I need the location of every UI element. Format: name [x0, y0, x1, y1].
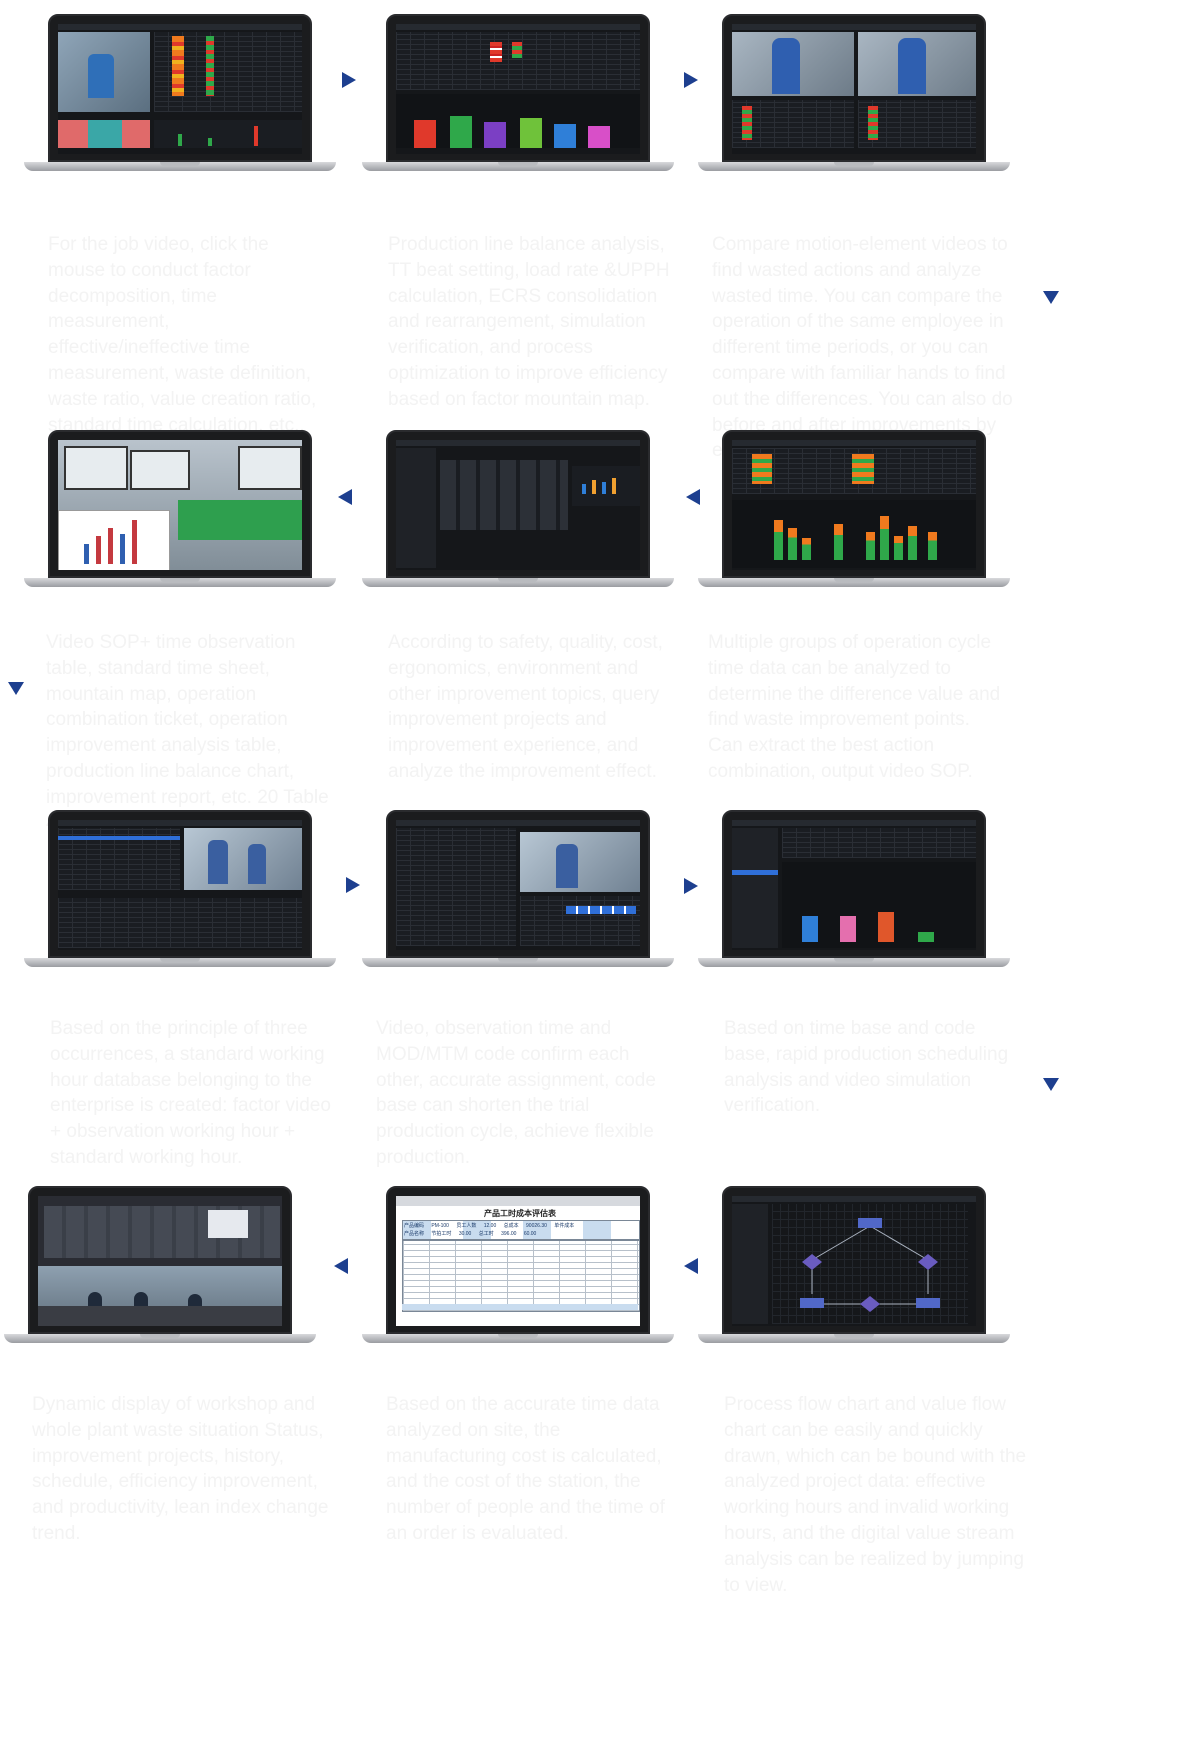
feature-caption: Based on time base and code base, rapid …: [724, 1018, 1009, 1117]
screen-standard-database: [58, 820, 302, 950]
flow-arrow-down: [8, 682, 24, 695]
laptop-mockup: [0, 1186, 330, 1366]
flow-arrow-down: [1043, 1078, 1059, 1091]
sheet-field: 总成本: [503, 1223, 519, 1229]
sheet-field: 节拍工时: [431, 1231, 452, 1237]
flow-arrow-left: [686, 489, 700, 505]
sheet-field: 产品名称: [404, 1231, 425, 1237]
flow-arrow-down: [1043, 291, 1059, 304]
flow-arrow-right: [684, 72, 698, 88]
screen-flow-chart: [732, 1196, 976, 1326]
feature-caption: Dynamic display of workshop and whole pl…: [32, 1394, 329, 1544]
screen-video-compare: [732, 24, 976, 154]
feature-caption: Video SOP+ time observation table, stand…: [46, 632, 329, 834]
screen-video-analysis: [58, 24, 302, 154]
laptop-mockup: [684, 810, 1024, 990]
flow-arrow-left: [334, 1258, 348, 1274]
laptop-mockup: [684, 14, 1024, 194]
flow-arrow-left: [338, 489, 352, 505]
flow-arrow-right: [346, 877, 360, 893]
sheet-field: 产品编码: [404, 1223, 425, 1229]
sheet-field: 396.00: [501, 1231, 517, 1237]
sheet-field: 员工人数: [456, 1223, 477, 1229]
screen-line-balance: [396, 24, 640, 154]
feature-caption: Based on the accurate time data analyzed…: [386, 1394, 665, 1544]
sheet-field: PM-100: [431, 1223, 449, 1229]
feature-caption: Video, observation time and MOD/MTM code…: [376, 1018, 656, 1168]
laptop-mockup: [10, 810, 350, 990]
laptop-mockup: [348, 14, 688, 194]
sheet-field: 总工时: [478, 1231, 494, 1237]
sheet-title: 产品工时成本评估表: [484, 1209, 556, 1218]
screen-improvement-query: [396, 440, 640, 570]
flow-arrow-right: [684, 878, 698, 894]
flow-arrow-right: [342, 72, 356, 88]
feature-caption: Based on the principle of three occurren…: [50, 1018, 331, 1168]
sheet-field: 60.00: [523, 1231, 537, 1237]
screen-cost-sheet: 产品工时成本评估表 产品编码 PM-100 员工人数 12.00 总成本 900…: [396, 1196, 640, 1326]
feature-caption: According to safety, quality, cost, ergo…: [388, 632, 663, 782]
laptop-mockup: [684, 430, 1024, 610]
screen-video-sop: [58, 440, 302, 570]
feature-caption: For the job video, click the mouse to co…: [48, 234, 317, 436]
flow-diagram: [800, 1218, 940, 1312]
laptop-mockup: [684, 1186, 1024, 1366]
laptop-mockup: 产品工时成本评估表 产品编码 PM-100 员工人数 12.00 总成本 900…: [348, 1186, 688, 1366]
screen-dashboard-display: [38, 1196, 282, 1326]
laptop-mockup: [348, 810, 688, 990]
screen-cycle-time: [732, 440, 976, 570]
laptop-mockup: [10, 430, 350, 610]
feature-caption: Production line balance analysis, TT bea…: [388, 234, 670, 410]
screen-scheduling: [732, 820, 976, 950]
feature-caption: Process flow chart and value flow chart …: [724, 1394, 1027, 1596]
screen-mod-mtm: [396, 820, 640, 950]
sheet-field: 单件成本: [554, 1223, 575, 1229]
flow-arrow-left: [684, 1258, 698, 1274]
sheet-field: 90026.30: [526, 1223, 547, 1229]
sheet-field: 12.00: [483, 1223, 497, 1229]
laptop-mockup: [348, 430, 688, 610]
laptop-mockup: [10, 14, 350, 194]
sheet-field: 30.00: [458, 1231, 472, 1237]
feature-caption: Multiple groups of operation cycle time …: [708, 632, 1001, 782]
